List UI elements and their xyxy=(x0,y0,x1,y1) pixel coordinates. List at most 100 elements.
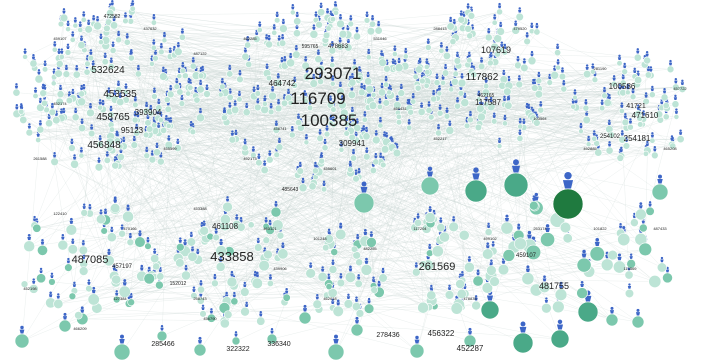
person-icon xyxy=(425,58,429,64)
graph-node xyxy=(253,103,262,112)
person-icon xyxy=(517,75,521,81)
graph-edge xyxy=(68,28,505,53)
graph-node xyxy=(371,135,381,145)
graph-node xyxy=(113,343,131,361)
graph-node xyxy=(651,151,659,160)
person-icon xyxy=(484,77,488,83)
graph-edge xyxy=(29,96,255,133)
graph-edge xyxy=(81,19,334,129)
graph-node xyxy=(35,137,42,144)
community-node-label: 127384 xyxy=(113,296,127,301)
graph-node xyxy=(298,183,308,193)
graph-node xyxy=(305,268,316,279)
person-icon xyxy=(629,253,633,259)
person-icon xyxy=(82,11,86,17)
person-icon xyxy=(313,161,318,168)
graph-node xyxy=(415,65,424,74)
graph-edge xyxy=(179,91,424,265)
graph-node xyxy=(332,9,339,16)
person-icon xyxy=(268,274,273,280)
graph-node xyxy=(112,295,121,304)
graph-node xyxy=(618,135,627,144)
person-icon xyxy=(103,208,108,215)
person-icon xyxy=(276,99,281,105)
graph-node xyxy=(50,80,57,87)
person-icon xyxy=(48,291,53,298)
graph-node xyxy=(576,257,592,273)
person-icon xyxy=(527,230,532,239)
graph-node xyxy=(221,114,228,122)
graph-node xyxy=(503,172,529,198)
person-icon xyxy=(439,42,444,48)
person-icon xyxy=(152,13,156,20)
person-icon xyxy=(219,238,223,245)
person-icon xyxy=(169,84,173,91)
community-node-label: 258743 xyxy=(193,296,207,301)
graph-node xyxy=(176,88,184,96)
graph-node xyxy=(402,53,409,60)
graph-edge xyxy=(151,63,622,157)
person-icon xyxy=(281,242,285,249)
person-icon xyxy=(71,31,75,37)
person-icon xyxy=(428,243,432,250)
person-icon xyxy=(459,10,463,16)
graph-node xyxy=(98,39,104,46)
graph-node xyxy=(186,237,196,247)
person-icon xyxy=(338,14,343,20)
graph-node xyxy=(134,236,146,248)
graph-node xyxy=(83,68,91,76)
graph-node xyxy=(386,89,392,96)
graph-node xyxy=(419,77,426,85)
graph-node xyxy=(36,273,47,284)
graph-node xyxy=(414,84,422,92)
graph-edge xyxy=(235,109,661,193)
graph-node xyxy=(406,124,413,131)
graph-node xyxy=(368,101,378,110)
node-label: 117587 xyxy=(475,98,502,107)
person-icon xyxy=(296,113,301,119)
graph-node xyxy=(328,265,338,274)
graph-node xyxy=(57,20,65,28)
graph-edge xyxy=(34,31,371,226)
graph-node xyxy=(196,85,205,94)
graph-node xyxy=(156,157,165,166)
community-node-label: 531046 xyxy=(373,36,387,41)
graph-node xyxy=(265,74,273,82)
person-icon xyxy=(274,120,279,126)
graph-node xyxy=(144,242,152,250)
person-icon xyxy=(472,167,480,180)
graph-node xyxy=(240,287,250,297)
graph-edge xyxy=(200,117,316,171)
person-icon xyxy=(73,17,77,23)
person-icon xyxy=(99,209,103,215)
person-icon xyxy=(259,311,263,317)
graph-node xyxy=(490,42,500,52)
person-icon xyxy=(183,239,187,246)
community-node-label: 492885 xyxy=(583,146,597,151)
graph-node xyxy=(603,98,612,107)
graph-edge xyxy=(224,67,559,322)
graph-edge xyxy=(84,93,189,213)
person-icon xyxy=(511,159,521,173)
graph-edge xyxy=(146,73,588,136)
person-icon xyxy=(674,108,679,114)
graph-node xyxy=(23,240,36,253)
graph-node xyxy=(193,96,201,104)
graph-node xyxy=(111,274,122,285)
graph-node xyxy=(78,266,89,276)
graph-edge xyxy=(108,22,226,93)
graph-node xyxy=(68,144,76,152)
graph-node xyxy=(382,81,390,88)
graph-node xyxy=(516,135,524,142)
person-icon xyxy=(609,306,615,314)
graph-edge xyxy=(477,145,500,282)
graph-node xyxy=(293,17,302,26)
community-node-label: 499102 xyxy=(483,236,497,241)
graph-edge xyxy=(86,72,116,283)
graph-node xyxy=(80,209,88,217)
graph-edge xyxy=(382,63,488,289)
node-label: 433858 xyxy=(210,249,253,264)
graph-edge xyxy=(34,225,375,291)
person-icon xyxy=(243,47,248,53)
